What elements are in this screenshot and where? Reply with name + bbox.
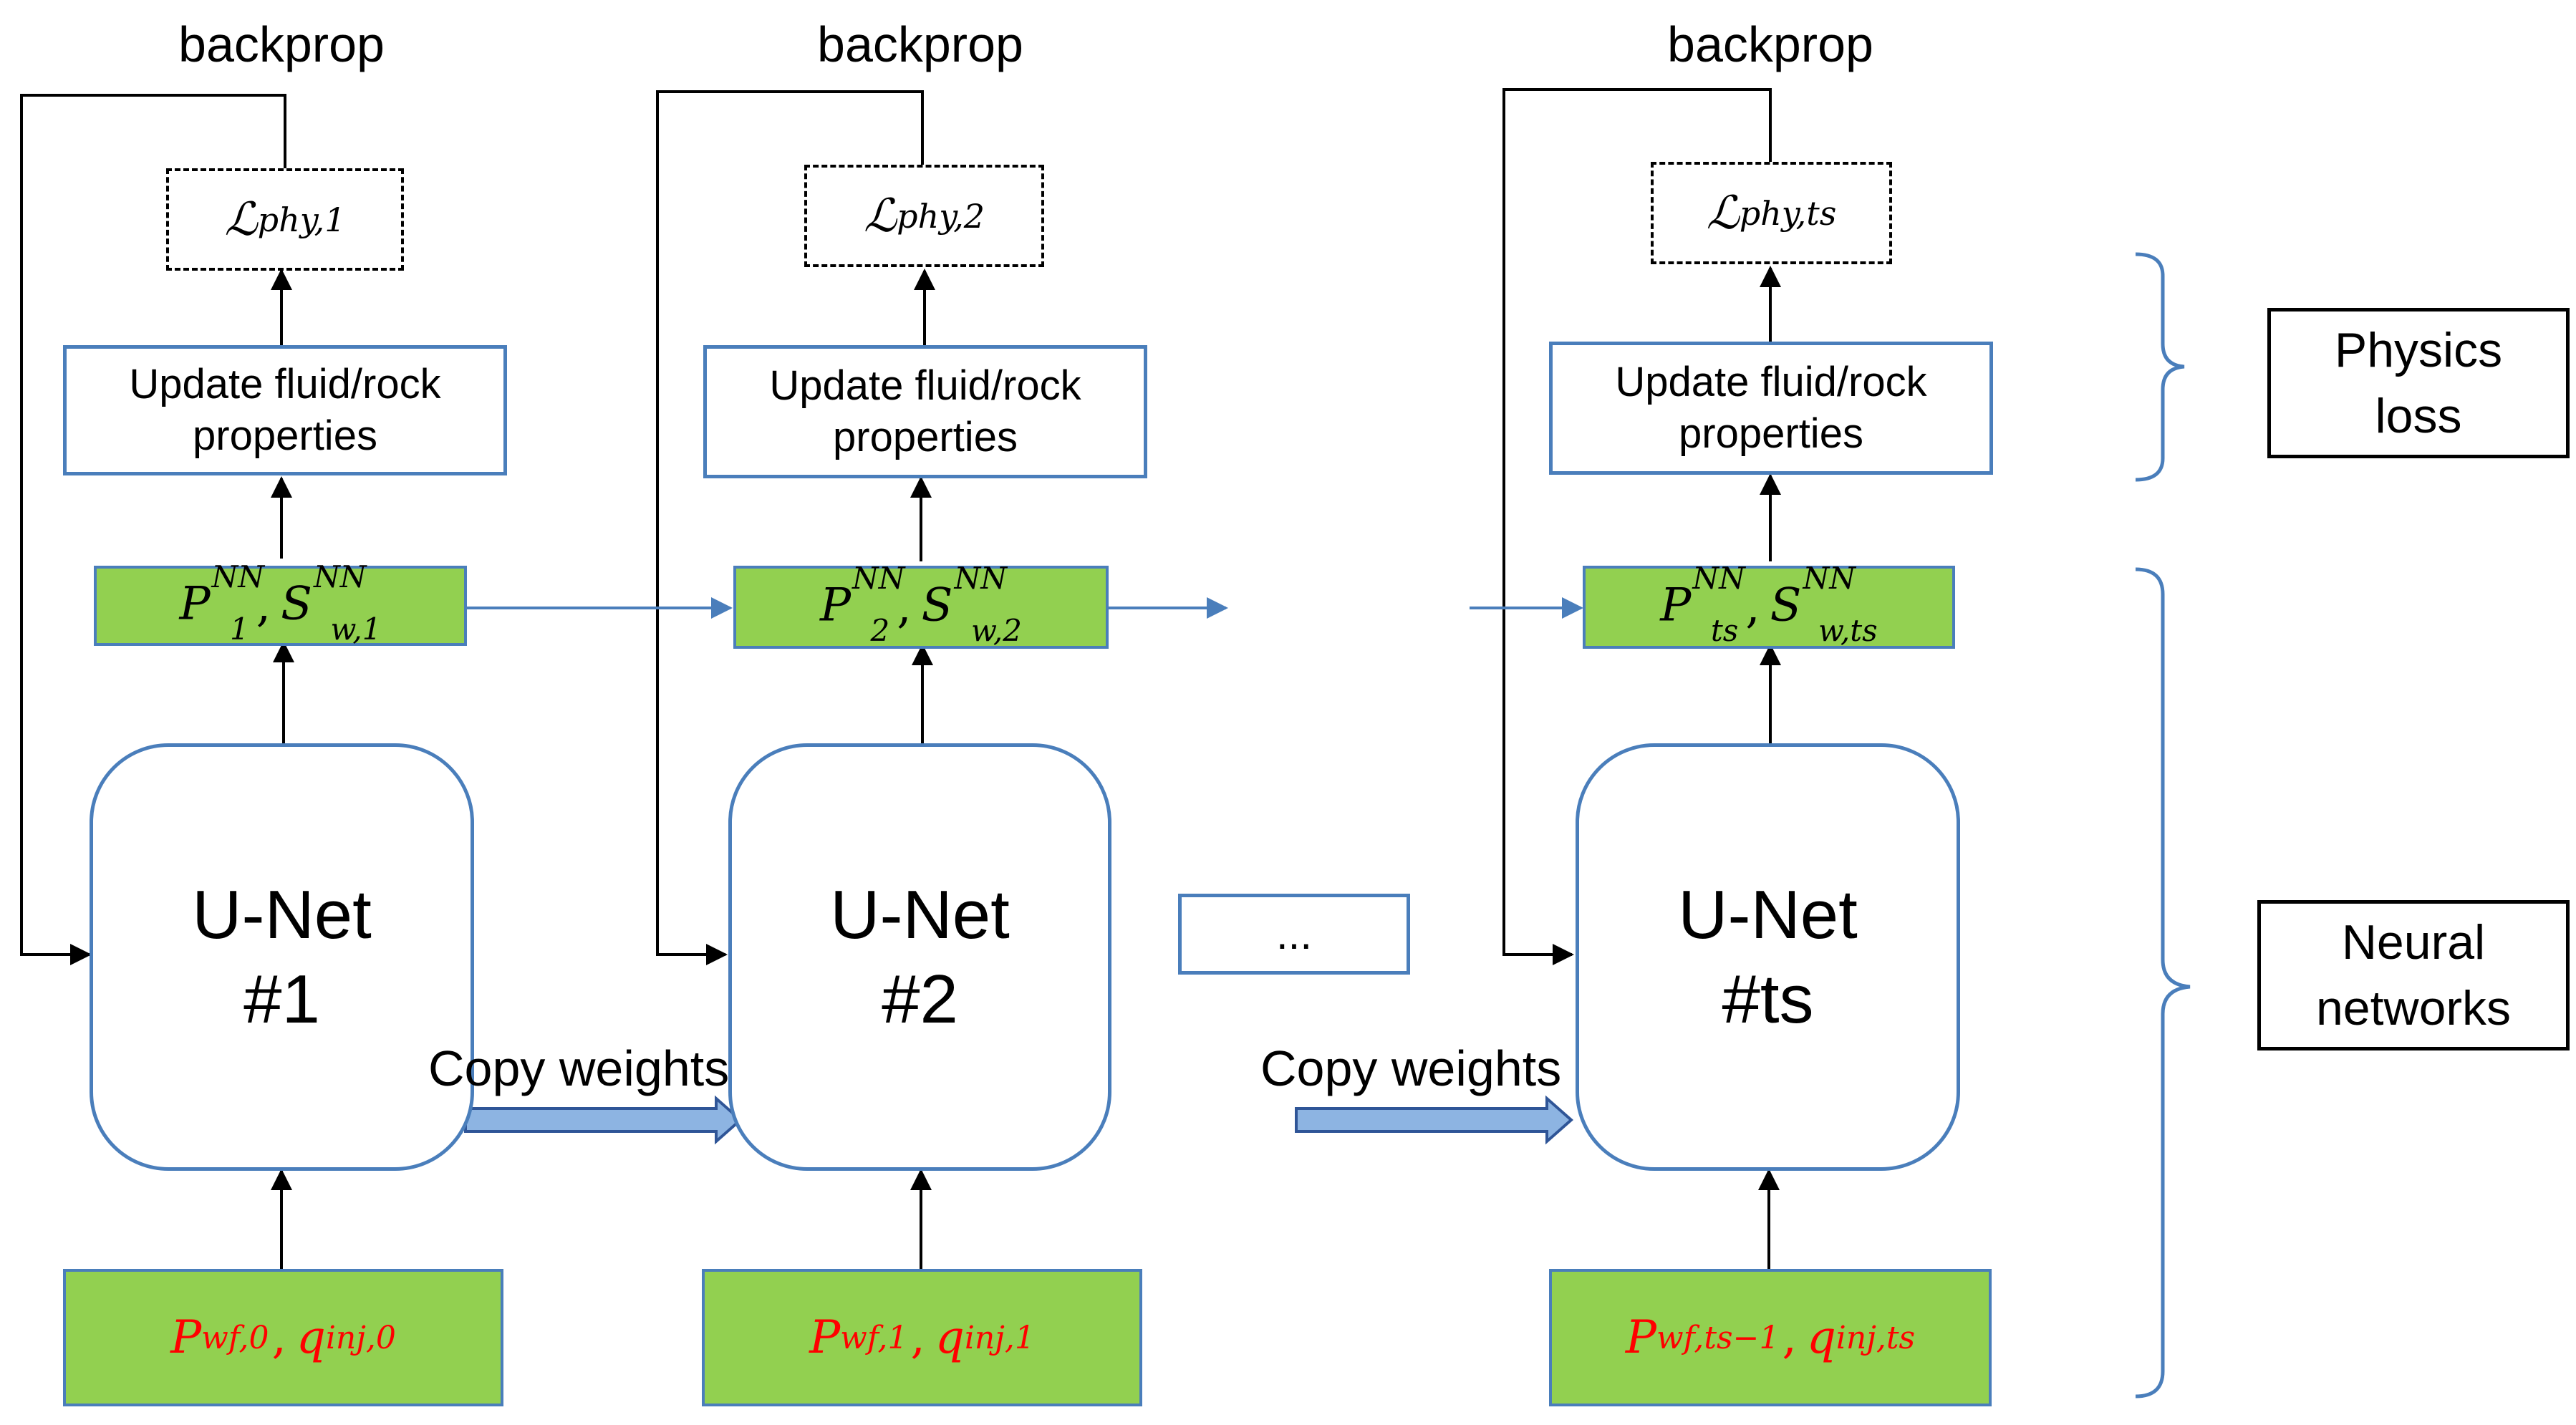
neural-networks-brace [2135,567,2191,1399]
backprop-label-3: backprop [1667,16,1873,72]
update-line-1: Update fluid/rock [769,362,1081,409]
well-pressure-subscript: wf,1 [840,1319,908,1356]
pressure-superscript: NN [1692,561,1745,596]
injection-rate-subscript: inj,0 [325,1319,396,1356]
copy-weights-arrow-1 [464,1095,743,1145]
separator: , [1782,1311,1797,1364]
backprop-loop-2 [656,90,924,965]
pressure-symbol: P [1660,579,1692,632]
loss-subscript: phy,1 [257,200,346,239]
saturation-superscript: NN [1803,561,1856,596]
pressure-subscript: 1 [230,611,249,647]
separator: , [256,579,271,632]
unet-box-2: U-Net #2 [728,743,1111,1171]
well-pressure-symbol: P [809,1311,841,1364]
update-properties-box-2: Update fluid/rock properties [703,345,1147,478]
well-pressure-symbol: P [1625,1311,1656,1364]
separator: , [271,1311,286,1364]
saturation-subscript: w,1 [330,611,382,647]
backprop-loop-1 [20,94,286,965]
saturation-superscript: NN [954,561,1007,596]
separator: , [897,581,912,634]
up-arrows-col-2 [910,269,935,1269]
physics-loss-legend: Physics loss [2267,308,2570,458]
saturation-superscript: NN [313,559,367,595]
loss-subscript: phy,2 [897,196,985,236]
saturation-symbol: S [281,577,312,631]
copy-weights-arrow-2 [1295,1095,1574,1145]
unet-box-3: U-Net #ts [1576,743,1960,1171]
update-line-2: properties [193,412,377,459]
update-properties-box-3: Update fluid/rock properties [1549,342,1993,475]
legend-line-1: Neural [2341,915,2486,970]
saturation-subscript: w,ts [1818,612,1878,648]
pressure-superscript: NN [211,559,265,595]
update-properties-box-1: Update fluid/rock properties [63,345,507,475]
unet-title: U-Net [192,876,372,953]
update-line-1: Update fluid/rock [129,361,441,407]
injection-rate-subscript: inj,ts [1835,1319,1916,1356]
unet-index: #2 [882,960,958,1038]
separator: , [1745,581,1760,634]
pressure-symbol: P [819,579,852,632]
update-line-2: properties [1679,410,1863,457]
saturation-symbol: S [1770,579,1802,632]
legend-line-1: Physics [2334,323,2503,377]
up-arrows-col-1 [271,269,294,1269]
update-line-2: properties [833,414,1018,460]
loss-symbol: ℒ [1706,186,1740,240]
loss-symbol: ℒ [864,189,897,243]
nn-output-box-2: PNN2,SNNw,2 [733,561,1109,649]
backprop-loop-3 [1502,88,1772,965]
well-pressure-symbol: P [170,1311,202,1364]
injection-rate-symbol: q [935,1311,965,1364]
pressure-subscript: 2 [870,612,890,648]
loss-symbol: ℒ [224,193,258,246]
neural-networks-legend: Neural networks [2257,900,2570,1050]
copy-weights-label-1: Copy weights [428,1040,730,1096]
injection-rate-subscript: inj,1 [964,1319,1035,1356]
unet-index: #1 [243,960,320,1038]
legend-line-2: networks [2315,981,2512,1035]
unet-title: U-Net [1678,876,1858,953]
ellipsis-box: ... [1178,894,1410,975]
loss-subscript: phy,ts [1739,193,1837,233]
nn-output-box-3: PNNts,SNNw,ts [1583,561,1955,649]
copy-weights-label-2: Copy weights [1260,1040,1562,1096]
separator: , [910,1311,925,1364]
unet-box-1: U-Net #1 [90,743,474,1171]
unet-title: U-Net [830,876,1010,953]
backprop-label-2: backprop [817,16,1023,72]
well-pressure-subscript: wf,ts−1 [1656,1319,1780,1356]
well-pressure-subscript: wf,0 [201,1319,269,1356]
pressure-subscript: ts [1710,612,1739,648]
unet-index: #ts [1722,960,1814,1038]
saturation-symbol: S [921,579,953,632]
up-arrows-col-3 [1758,266,1781,1269]
backprop-label-1: backprop [178,16,385,72]
saturation-subscript: w,2 [970,612,1023,648]
pressure-superscript: NN [852,561,905,596]
injection-rate-symbol: q [1806,1311,1836,1364]
physics-loss-brace [2135,252,2185,482]
legend-line-2: loss [2375,389,2462,443]
nn-output-box-1: PNN1,SNNw,1 [94,559,467,647]
update-line-1: Update fluid/rock [1615,359,1927,405]
injection-rate-symbol: q [296,1311,326,1364]
pressure-symbol: P [179,577,211,631]
